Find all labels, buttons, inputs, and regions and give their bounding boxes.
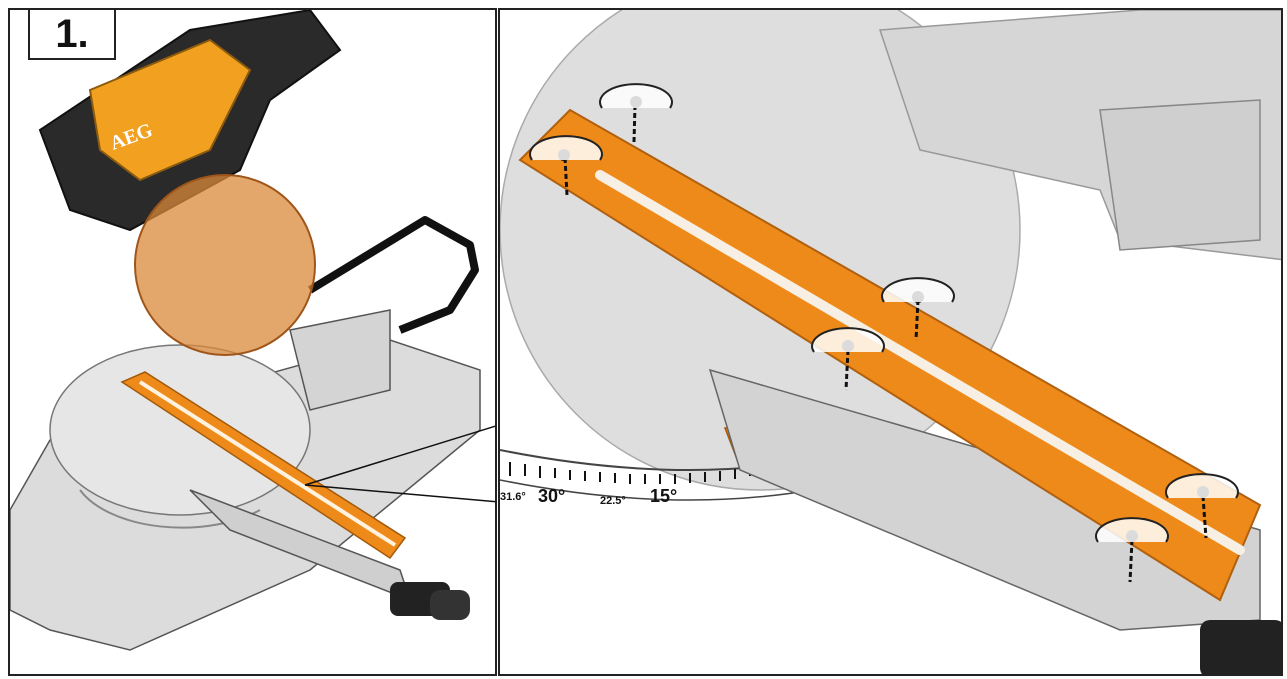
rotate-arrow-icon xyxy=(1095,517,1169,543)
plate-closeup-illustration: 31.6° 30° 22.5° 15° 0° xyxy=(500,10,1281,674)
screw-group xyxy=(529,83,1239,583)
blade-guard xyxy=(134,174,316,356)
scale-label-30: 30° xyxy=(538,486,565,506)
step-number-label: 1. xyxy=(28,8,116,60)
turntable xyxy=(49,344,311,516)
detail-panel: 31.6° 30° 22.5° 15° 0° xyxy=(498,8,1283,676)
overview-panel: AEG xyxy=(8,8,497,676)
rotate-arrow-icon xyxy=(811,327,885,353)
rotate-arrow-icon xyxy=(599,83,673,109)
knob-icon xyxy=(390,582,470,620)
callout-line xyxy=(304,425,495,486)
knob-icon xyxy=(1200,620,1281,674)
rotate-arrow-icon xyxy=(529,135,603,161)
scale-label-15: 15° xyxy=(650,486,677,506)
scale-label-22-5: 22.5° xyxy=(600,495,626,507)
handle-icon xyxy=(307,216,479,334)
rotate-arrow-icon xyxy=(1165,473,1239,499)
fence xyxy=(289,309,391,411)
blade-slot xyxy=(595,170,1245,555)
angle-scale: 31.6° 30° 22.5° 15° 0° xyxy=(500,462,772,507)
rotate-arrow-icon xyxy=(881,277,955,303)
saw-overview-illustration: AEG xyxy=(10,10,495,651)
zero-clearance-plate xyxy=(120,371,407,560)
scale-label-31-6: 31.6° xyxy=(500,491,526,503)
